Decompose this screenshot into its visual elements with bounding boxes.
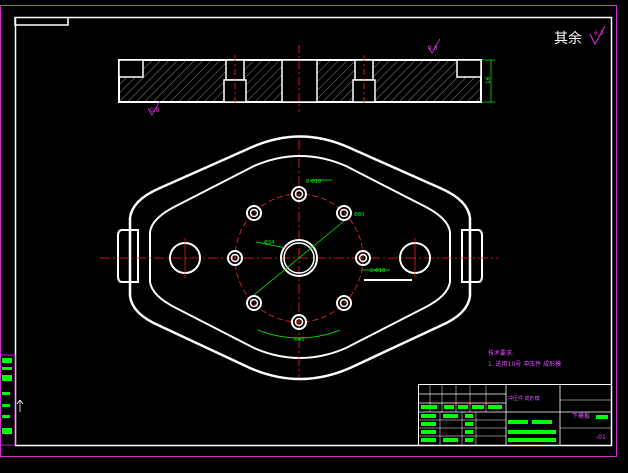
bolt-hole (355, 250, 371, 266)
part-name: 下模板 (572, 412, 590, 420)
tech-req-item: 1. 选用10号 冲压件 成形模 (488, 360, 561, 368)
bolt-hole (336, 295, 352, 311)
title-block-line: 冲压件 成形模 (508, 395, 540, 402)
dim-center-hole: Φ34 (264, 240, 274, 246)
dim-side-hole: 2-Φ18 (370, 268, 385, 274)
drawing-frame (0, 5, 617, 457)
bolt-hole (336, 205, 352, 221)
thickness-dim: 16 (485, 76, 492, 84)
dim-hole-pattern: 8-Φ10 (306, 179, 321, 185)
dim-arc: Φ40 (294, 337, 304, 343)
bolt-holes (227, 186, 371, 330)
title-block: 冲压件 成形模 下模板 -01 (418, 384, 612, 446)
section-roughness-left: 0.8 (150, 107, 160, 114)
bolt-hole (246, 205, 262, 221)
section-roughness-top: 0.8 (428, 45, 438, 52)
left-edge-marks (0, 354, 24, 446)
drawing-number: -01 (596, 434, 606, 441)
bolt-hole (291, 186, 307, 202)
roughness-note-value: 6.3 (594, 30, 604, 37)
plan-view: 8-Φ10 Φ80 Φ34 2-Φ18 Φ40 (100, 135, 498, 381)
section-view: 16 0.8 0.8 (118, 38, 495, 116)
bolt-hole (246, 295, 262, 311)
tech-req-title: 技术要求: (488, 349, 514, 357)
bolt-hole (227, 250, 243, 266)
bolt-hole (291, 314, 307, 330)
dim-bolt-circle: Φ80 (354, 212, 364, 218)
technical-requirements: 技术要求: 1. 选用10号 冲压件 成形模 (488, 349, 561, 368)
roughness-note-text: 其余 (554, 30, 582, 47)
roughness-note: 其余 6.3 (554, 25, 606, 47)
